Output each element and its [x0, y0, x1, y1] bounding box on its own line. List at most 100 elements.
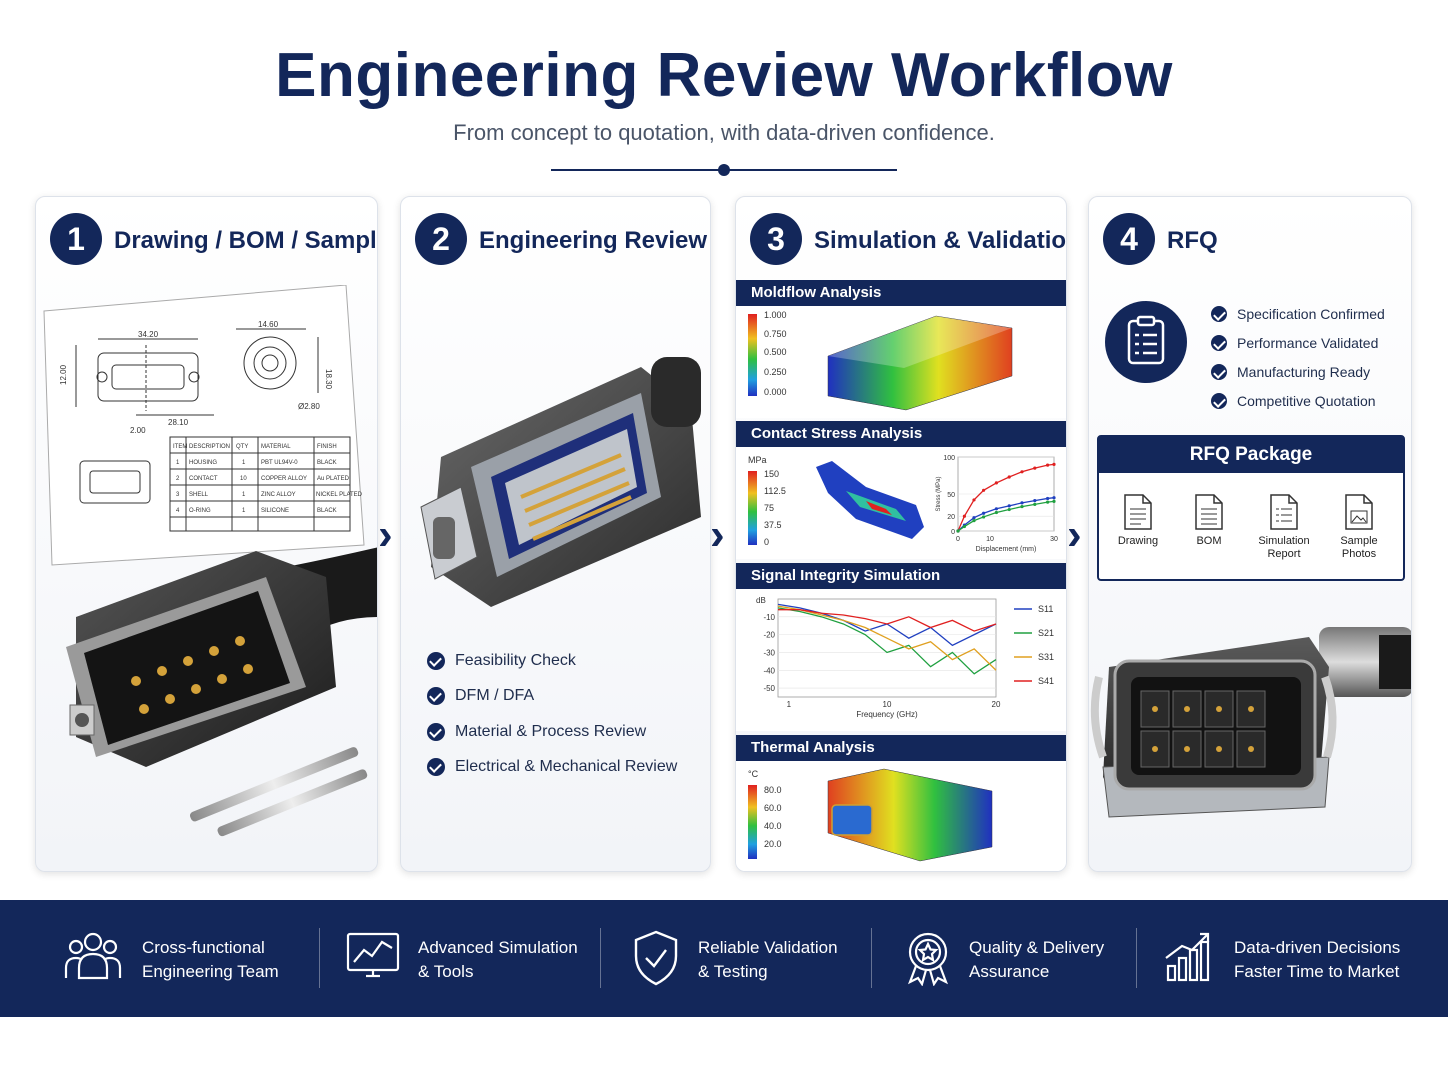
dim-label: 18.30	[324, 369, 333, 390]
x-axis-label: Frequency (GHz)	[856, 710, 918, 719]
svg-text:0.000: 0.000	[764, 387, 787, 397]
data-point	[1046, 496, 1050, 501]
svg-text:HOUSING: HOUSING	[189, 460, 217, 466]
step-title: Drawing / BOM / Sample	[114, 227, 378, 254]
svg-text:NICKEL PLATED: NICKEL PLATED	[316, 492, 363, 498]
data-point	[972, 516, 976, 520]
svg-text:3: 3	[176, 492, 180, 498]
legend-label: S21	[1038, 628, 1054, 638]
checklist-item: Material & Process Review	[427, 714, 677, 750]
svg-text:4: 4	[176, 508, 180, 514]
data-point	[1033, 499, 1037, 503]
data-point	[1046, 500, 1050, 504]
x-tick-label: 30	[1050, 536, 1058, 543]
step-card-engineering-review: 2 Engineering Review Feasibility Check D…	[400, 196, 711, 872]
drawing-front-view	[97, 352, 199, 402]
svg-text:BLACK: BLACK	[317, 460, 337, 466]
svg-text:0: 0	[764, 537, 769, 547]
data-point	[1052, 462, 1056, 466]
svg-text:1: 1	[242, 508, 246, 514]
data-point	[1020, 470, 1024, 474]
checklist-item: Performance Validated	[1211, 328, 1385, 357]
stress-header: Contact Stress Analysis	[736, 421, 1066, 447]
svg-text:O-RING: O-RING	[189, 508, 211, 514]
step-number: 3	[750, 213, 802, 265]
svg-text:40.0: 40.0	[764, 821, 782, 831]
svg-text:1: 1	[242, 460, 246, 466]
series-line	[957, 463, 1055, 532]
drawing-side-view	[243, 336, 297, 390]
y-axis-label: Stress (MPa)	[936, 476, 942, 511]
svg-text:150: 150	[764, 469, 779, 479]
checklist-item: Manufacturing Ready	[1211, 357, 1385, 386]
svg-text:Au PLATED: Au PLATED	[317, 476, 350, 482]
data-point	[982, 488, 986, 492]
svg-text:37.5: 37.5	[764, 520, 782, 530]
rfq-package: RFQ Package Drawing BOM Simulation Repor…	[1097, 435, 1405, 581]
svg-text:10: 10	[240, 476, 247, 482]
y-tick-label: 0	[951, 529, 955, 536]
svg-text:BLACK: BLACK	[317, 508, 337, 514]
page-subtitle: From concept to quotation, with data-dri…	[453, 120, 995, 145]
feature-simulation: Advanced Simulation& Tools	[418, 938, 578, 981]
thermal-header: Thermal Analysis	[736, 735, 1066, 761]
drawing-iso-view	[79, 460, 151, 504]
data-point	[972, 498, 976, 502]
y-tick-label: -50	[763, 684, 775, 693]
award-badge-icon	[907, 932, 949, 986]
checklist-item: Specification Confirmed	[1211, 299, 1385, 328]
svg-text:1: 1	[242, 492, 246, 498]
dim-label: 34.20	[138, 330, 159, 339]
y-tick-label: 20	[947, 514, 955, 521]
svg-text:1.000: 1.000	[764, 310, 787, 320]
svg-text:MPa: MPa	[748, 455, 767, 465]
bom-header: QTY	[236, 444, 248, 450]
step-title: RFQ	[1167, 227, 1218, 254]
footer-separator	[600, 928, 601, 988]
check-circle-icon	[427, 722, 445, 741]
svg-text:°C: °C	[748, 769, 759, 779]
bom-table	[169, 436, 351, 532]
svg-text:SHELL: SHELL	[189, 492, 209, 498]
svg-text:60.0: 60.0	[764, 803, 782, 813]
svg-text:0.750: 0.750	[764, 329, 787, 339]
rfq-doc-simulation-report: Simulation Report	[1249, 493, 1319, 561]
color-scale-bar	[748, 314, 757, 396]
check-circle-icon	[1211, 392, 1227, 409]
footer-separator	[1136, 928, 1137, 988]
document-icon	[1195, 494, 1223, 530]
series-line	[778, 609, 997, 632]
y-axis-label: dB	[756, 596, 766, 605]
series-line	[777, 607, 997, 675]
x-axis-label: Displacement (mm)	[976, 546, 1037, 553]
y-tick-label: 50	[947, 492, 955, 499]
y-tick-label: -10	[763, 613, 775, 622]
step-arrow: ›	[378, 510, 393, 559]
series-line	[957, 500, 1055, 532]
growth-chart-icon	[1165, 932, 1210, 982]
data-point	[1007, 507, 1011, 512]
data-point	[956, 529, 960, 533]
check-circle-icon	[1211, 363, 1227, 380]
x-tick-label: 10	[986, 536, 994, 543]
svg-text:112.5: 112.5	[764, 486, 786, 496]
review-checklist: Feasibility Check DFM / DFA Material & P…	[427, 643, 677, 785]
image-document-icon	[1345, 494, 1373, 530]
svg-text:1: 1	[176, 460, 180, 466]
document-icon	[1270, 494, 1298, 530]
check-circle-icon	[1211, 305, 1227, 322]
legend-label: S31	[1038, 652, 1054, 662]
data-point	[994, 510, 998, 515]
rfq-doc-drawing: Drawing	[1103, 493, 1173, 548]
data-point	[1052, 499, 1056, 503]
rfq-doc-bom: BOM	[1174, 493, 1244, 548]
step-card-rfq: 4 RFQ Specification Confirmed Performanc…	[1088, 196, 1412, 872]
y-tick-label: -20	[763, 631, 775, 640]
